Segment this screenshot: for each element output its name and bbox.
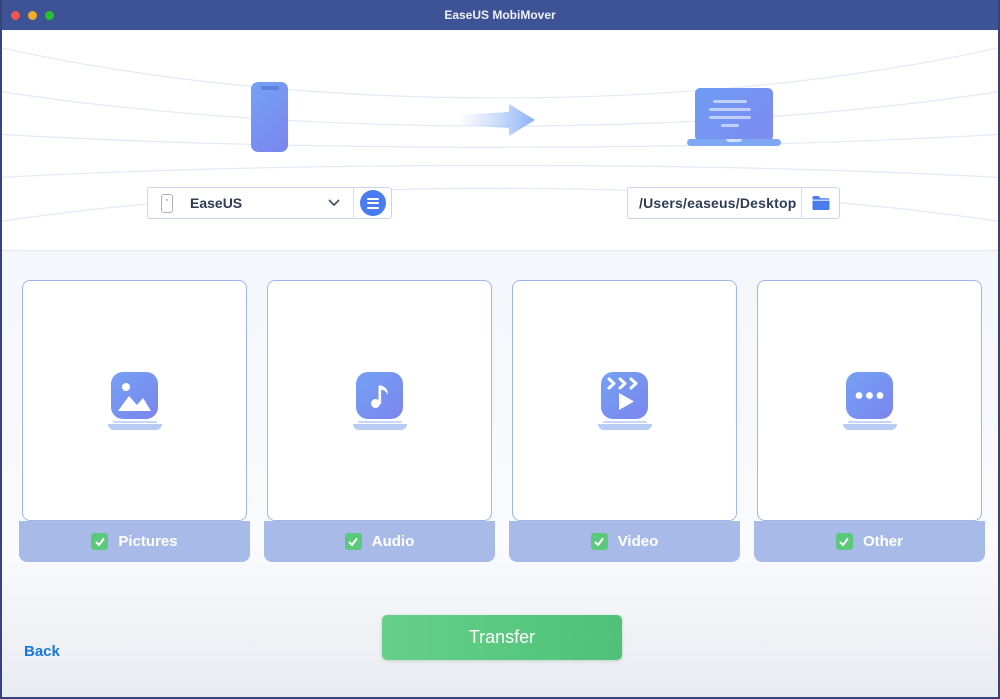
close-button[interactable] [11,10,20,20]
browse-folder-button[interactable] [802,188,839,218]
laptop-screen [695,88,773,141]
card-footer: Pictures [19,521,250,562]
destination-path-field[interactable]: /Users/easeus/Desktop [627,187,840,219]
device-list-button[interactable] [354,188,391,218]
hamburger-menu-icon [359,190,386,216]
category-label: Pictures [118,533,178,550]
separator [353,188,354,218]
chevron-down-icon [328,199,340,207]
check-icon [594,537,604,546]
window-controls [2,10,54,20]
laptop-base [687,139,781,146]
check-icon [348,537,358,546]
check-icon [839,537,849,546]
check-icon [95,537,105,546]
card-body[interactable] [267,280,492,521]
card-footer: Audio [264,521,495,562]
window-title: EaseUS MobiMover [444,8,556,22]
transfer-button[interactable]: Transfer [382,615,622,660]
card-body[interactable] [512,280,737,521]
zoom-button[interactable] [45,10,54,20]
minimize-button[interactable] [28,10,37,20]
destination-path-main[interactable]: /Users/easeus/Desktop [628,188,801,218]
category-label: Other [862,533,903,550]
category-card-audio[interactable]: Audio [264,280,495,562]
connection-panel: EaseUS /Users/easeus/Desktop [2,30,998,251]
back-link[interactable]: Back [24,643,60,660]
category-label: Video [617,533,659,550]
category-label: Audio [371,533,415,550]
category-card-video[interactable]: Video [509,280,740,562]
category-card-pictures[interactable]: Pictures [19,280,250,562]
device-selector-main[interactable]: EaseUS [148,188,353,218]
card-footer: Video [509,521,740,562]
other-checkbox[interactable] [835,533,853,550]
category-card-other[interactable]: Other [754,280,985,562]
category-section: Pictures [2,251,998,697]
laptop-illustration [687,88,781,150]
arrow-right-icon [457,104,535,136]
titlebar: EaseUS MobiMover [2,0,998,30]
card-footer: Other [754,521,985,562]
folder-icon [812,196,829,210]
card-body[interactable] [757,280,982,521]
smartphone-illustration [251,82,288,152]
card-body[interactable] [22,280,247,521]
audio-checkbox[interactable] [344,533,362,550]
device-name: EaseUS [190,195,243,211]
background-curves-decoration [2,47,998,222]
pictures-icon [107,371,162,430]
video-checkbox[interactable] [590,533,608,550]
separator [801,188,802,218]
pictures-checkbox[interactable] [91,533,109,550]
mini-phone-icon [161,193,173,213]
video-icon [597,371,652,430]
other-icon [842,371,897,430]
audio-icon [352,371,407,430]
device-selector[interactable]: EaseUS [147,187,392,219]
phone-notch [260,86,279,90]
destination-path: /Users/easeus/Desktop [639,195,797,211]
laptop-base-notch [726,139,742,142]
